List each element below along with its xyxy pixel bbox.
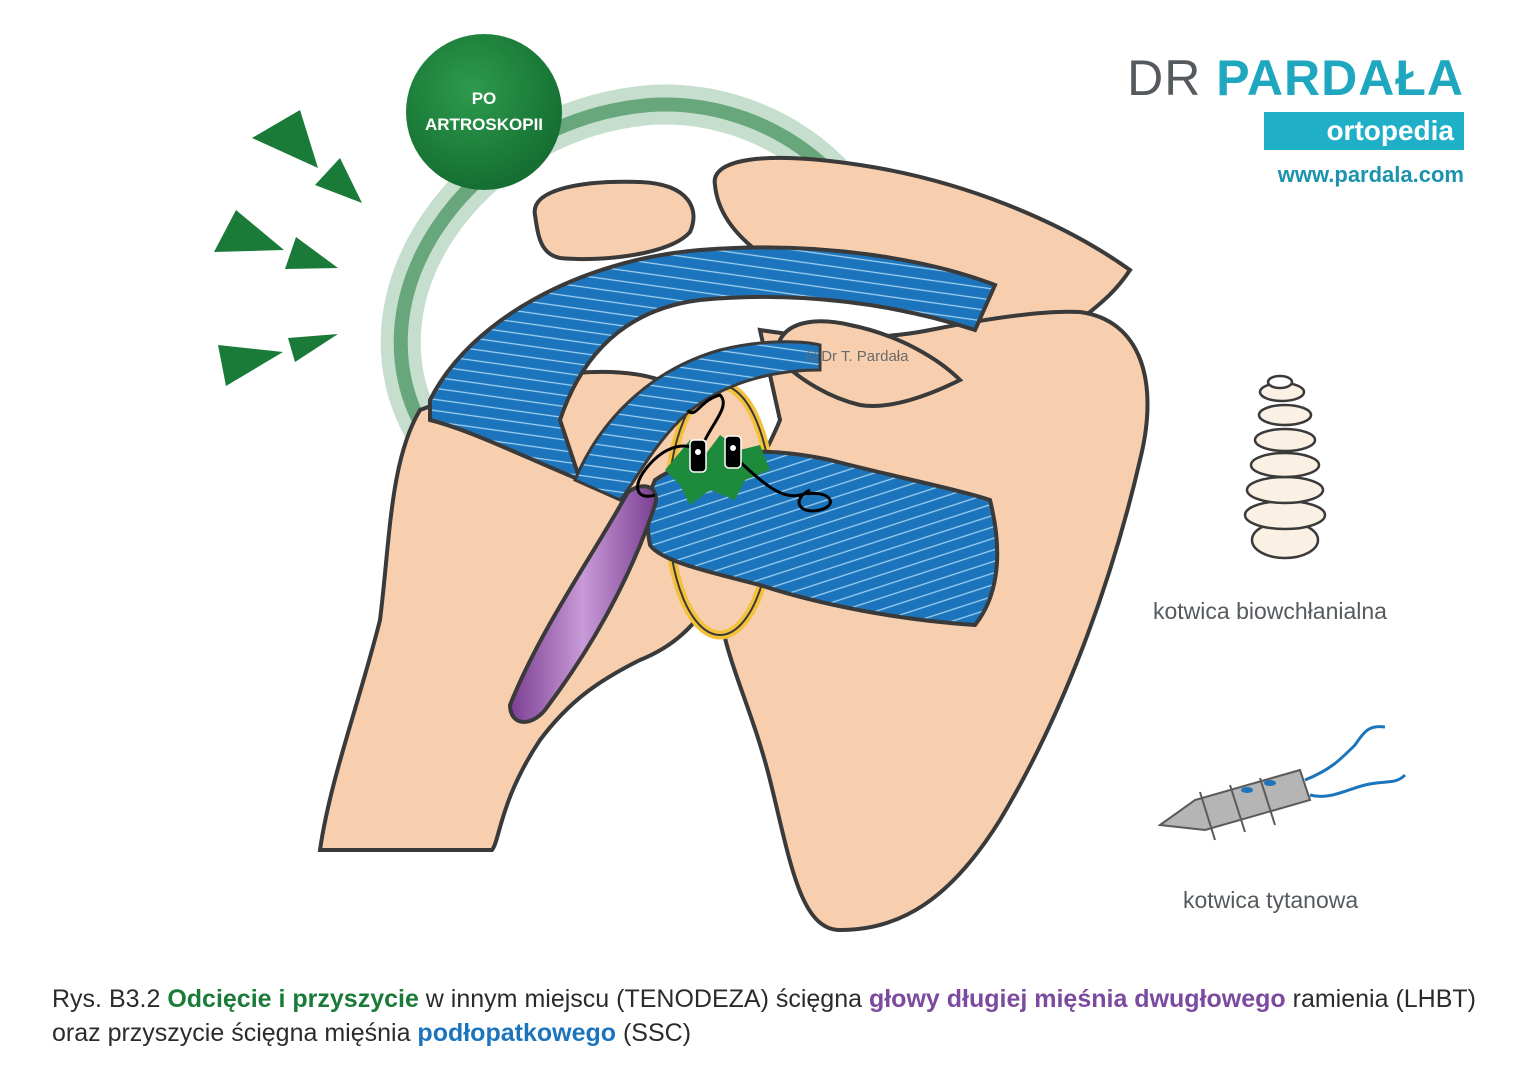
brand-tagline: ortopedia [1264,112,1464,150]
coracoid-bone [778,319,964,408]
caption-highlight-green: Odcięcie i przyszycie [167,985,419,1013]
anchor-knot-icons [689,435,742,473]
badge-line-2: ARTROSKOPII [424,115,544,134]
brand-url[interactable]: www.pardala.com [1277,162,1464,187]
bioabsorbable-anchor-icon [1243,374,1327,560]
titanium-anchor-suture [1304,725,1407,798]
badge-line-1: PO [471,89,497,108]
bioabsorbable-anchor-label: kotwica biowchłanialna [1153,598,1387,624]
figure-caption: Rys. B3.2 Odcięcie i przyszycie w innym … [52,982,1492,1050]
brand-prefix: DR [1127,50,1202,106]
caption-prefix: Rys. B3.2 [52,985,168,1013]
after-arthroscopy-badge: PO ARTROSKOPII [406,34,562,190]
copyright-note: © Dr T. Pardała [806,348,909,365]
caption-text-3: (SSC) [616,1019,692,1047]
suture-threads [636,393,832,513]
arrow-icons [214,110,362,386]
biceps-tendon [507,484,658,724]
caption-highlight-purple: głowy długiej mięśnia dwugłowego [868,985,1286,1013]
clavicle-bone [532,179,696,262]
brand-title: DR PARDAŁA [1127,50,1464,106]
brand-name: PARDAŁA [1216,50,1464,106]
caption-highlight-blue: podłopatkowego [417,1019,617,1047]
caption-text-1: w innym miejscu (TENODEZA) ścięgna [418,985,869,1013]
titanium-anchor-label: kotwica tytanowa [1183,887,1359,913]
brand-logo: DR PARDAŁA ortopedia www.pardala.com [1127,50,1464,188]
caption-text-2: ramienia (LHBT) oraz przyszycie ścięgna … [52,985,1476,1047]
titanium-anchor-icon [1157,768,1312,841]
